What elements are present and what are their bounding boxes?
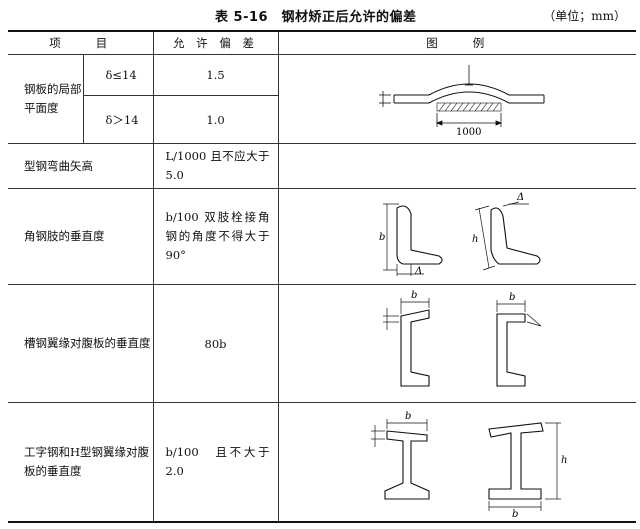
ibeam-diagram: b h b [370, 411, 567, 520]
flatness-tolerance-2: 1.0 [153, 95, 279, 144]
table-caption: 表 5-16 钢材矫正后允许的偏差 （单位；mm） [0, 6, 640, 26]
flatness-figure: 1000 [278, 54, 636, 144]
angle-delta-left: Δ [414, 266, 422, 277]
angle-label: 角钢肢的垂直度 [8, 188, 154, 285]
table-header-row: 项 目 允 许 偏 差 图 例 [8, 30, 636, 55]
bending-label: 型钢弯曲矢高 [8, 143, 154, 189]
table-row: 槽钢翼缘对腹板的垂直度 80b [8, 284, 636, 403]
header-figure: 图 例 [278, 30, 636, 55]
angle-figure: b Δ h Δ [278, 188, 636, 285]
table-title: 表 5-16 钢材矫正后允许的偏差 [215, 10, 417, 25]
table-row: 型钢弯曲矢高 L/1000 且不应大于5.0 [8, 143, 636, 189]
table-unit: （单位；mm） [543, 9, 626, 23]
angle-steel-diagram: b Δ h Δ [379, 192, 541, 277]
plate-flatness-diagram: 1000 [378, 65, 544, 138]
angle-b-left: b [379, 232, 385, 243]
angle-h-right: h [472, 234, 478, 245]
ibeam-b-right: b [512, 509, 518, 520]
channel-figure: b b [278, 284, 636, 403]
ibeam-b-left: b [405, 411, 411, 422]
ibeam-label: 工字钢和H型钢翼缘对腹板的垂直度 [8, 402, 154, 523]
tolerance-table: 项 目 允 许 偏 差 图 例 钢板的局部平面度 δ≤14 1.5 [8, 30, 636, 523]
channel-tolerance: 80b [153, 284, 279, 403]
local-flatness-label: 钢板的局部平面度 [8, 54, 84, 144]
ibeam-figure: b h b [278, 402, 636, 523]
flatness-condition-1: δ≤14 [83, 53, 154, 97]
ibeam-tolerance: b/100 且不大于2.0 [153, 402, 279, 523]
angle-delta-right: Δ [516, 192, 524, 203]
header-tolerance: 允 许 偏 差 [153, 30, 279, 55]
flatness-tolerance-1: 1.5 [153, 53, 279, 97]
flatness-condition-2: δ＞14 [83, 95, 154, 144]
bending-tolerance: L/1000 且不应大于5.0 [153, 143, 279, 189]
table-row: 钢板的局部平面度 δ≤14 1.5 [8, 53, 636, 144]
ibeam-h-right: h [561, 455, 567, 466]
fig-dim-label: 1000 [456, 127, 481, 138]
bending-figure [278, 143, 636, 189]
table-row: δ＞14 1.0 [8, 95, 636, 144]
table-row: 工字钢和H型钢翼缘对腹板的垂直度 b/100 且不大于2.0 [8, 402, 636, 523]
channel-b-left: b [411, 290, 417, 301]
channel-label: 槽钢翼缘对腹板的垂直度 [8, 284, 154, 403]
channel-b-right: b [509, 292, 515, 303]
table-row: 角钢肢的垂直度 b/100 双肢栓接角钢的角度不得大于90° [8, 188, 636, 285]
angle-tolerance: b/100 双肢栓接角钢的角度不得大于90° [153, 188, 279, 285]
header-item: 项 目 [8, 30, 154, 55]
channel-steel-diagram: b b [382, 290, 541, 387]
